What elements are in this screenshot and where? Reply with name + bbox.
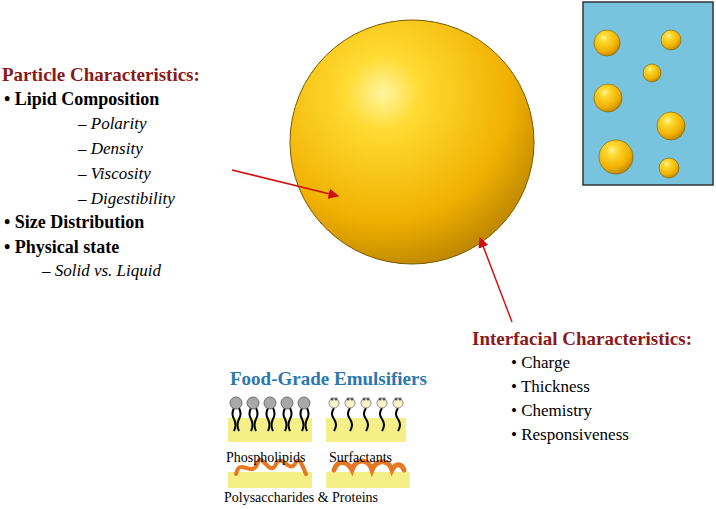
sub-item: – Solid vs. Liquid — [42, 261, 161, 281]
surfactant-dot — [367, 398, 370, 401]
lipid-tail — [284, 408, 287, 431]
list-item: • Chemistry — [511, 401, 592, 421]
droplet — [657, 112, 685, 140]
leader-arrow — [232, 170, 338, 196]
droplet — [594, 30, 620, 56]
surfactant-dot — [351, 398, 354, 401]
lipid-tail — [238, 408, 241, 431]
surfactant-dot — [395, 398, 398, 401]
surfactant-dot — [383, 398, 386, 401]
lipid-tail — [301, 408, 304, 431]
lipid-tail — [306, 408, 309, 431]
phospholipid-head — [264, 397, 276, 409]
surfactant-tail — [348, 408, 352, 431]
droplet — [643, 64, 661, 82]
surfactant-dot — [335, 398, 338, 401]
phospholipid-head — [298, 397, 310, 409]
surfactant-dot — [363, 398, 366, 401]
list-item: • Charge — [511, 353, 570, 373]
leader-arrow — [480, 238, 512, 322]
lipid-tail — [250, 408, 253, 431]
list-item: • Thickness — [511, 377, 590, 397]
sub-item: – Viscosity — [78, 164, 151, 184]
icon-caption: Surfactants — [329, 450, 392, 466]
oil-band — [228, 472, 312, 488]
surfactant-head — [361, 398, 371, 408]
surfactant-head — [345, 398, 355, 408]
icon-caption: Polysaccharides & Proteins — [224, 490, 378, 506]
phospholipid-head — [247, 397, 259, 409]
surfactant-head — [377, 398, 387, 408]
surfactant-tail — [332, 408, 336, 431]
phospholipid-head — [281, 397, 293, 409]
surfactant-head — [393, 398, 403, 408]
surfactant-head — [329, 398, 339, 408]
surfactant-dot — [347, 398, 350, 401]
lipid-tail — [255, 408, 258, 431]
list-item: • Lipid Composition — [4, 89, 159, 110]
list-item: • Responsiveness — [511, 425, 629, 445]
surfactant-dot — [379, 398, 382, 401]
lipid-tail — [272, 408, 275, 431]
oil-band — [326, 472, 410, 488]
surfactant-tail — [364, 408, 368, 431]
lipid-tail — [267, 408, 270, 431]
list-item: • Physical state — [4, 237, 119, 258]
section-heading: Food-Grade Emulsifiers — [230, 368, 427, 390]
surfactant-tail — [396, 408, 400, 431]
sub-item: – Density — [78, 139, 143, 159]
icon-caption: Phospholipids — [226, 450, 305, 466]
lipid-tail — [289, 408, 292, 431]
emulsion-inset — [583, 2, 713, 185]
list-item: • Size Distribution — [4, 212, 144, 233]
section-heading: Particle Characteristics: — [2, 64, 200, 86]
droplet — [594, 84, 622, 112]
lipid-particle — [290, 20, 534, 264]
surfactant-dot — [331, 398, 334, 401]
surfactant-dot — [399, 398, 402, 401]
droplet — [661, 30, 681, 50]
lipid-tail — [233, 408, 236, 431]
phospholipid-head — [230, 397, 242, 409]
emulsion-droplets — [594, 30, 685, 178]
sub-item: – Digestibility — [78, 189, 175, 209]
surfactant-tail — [380, 408, 384, 431]
emulsifier-molecules — [230, 397, 403, 431]
droplet — [599, 140, 633, 174]
section-heading: Interfacial Characteristics: — [472, 328, 692, 350]
sub-item: – Polarity — [78, 114, 146, 134]
droplet — [659, 158, 679, 178]
